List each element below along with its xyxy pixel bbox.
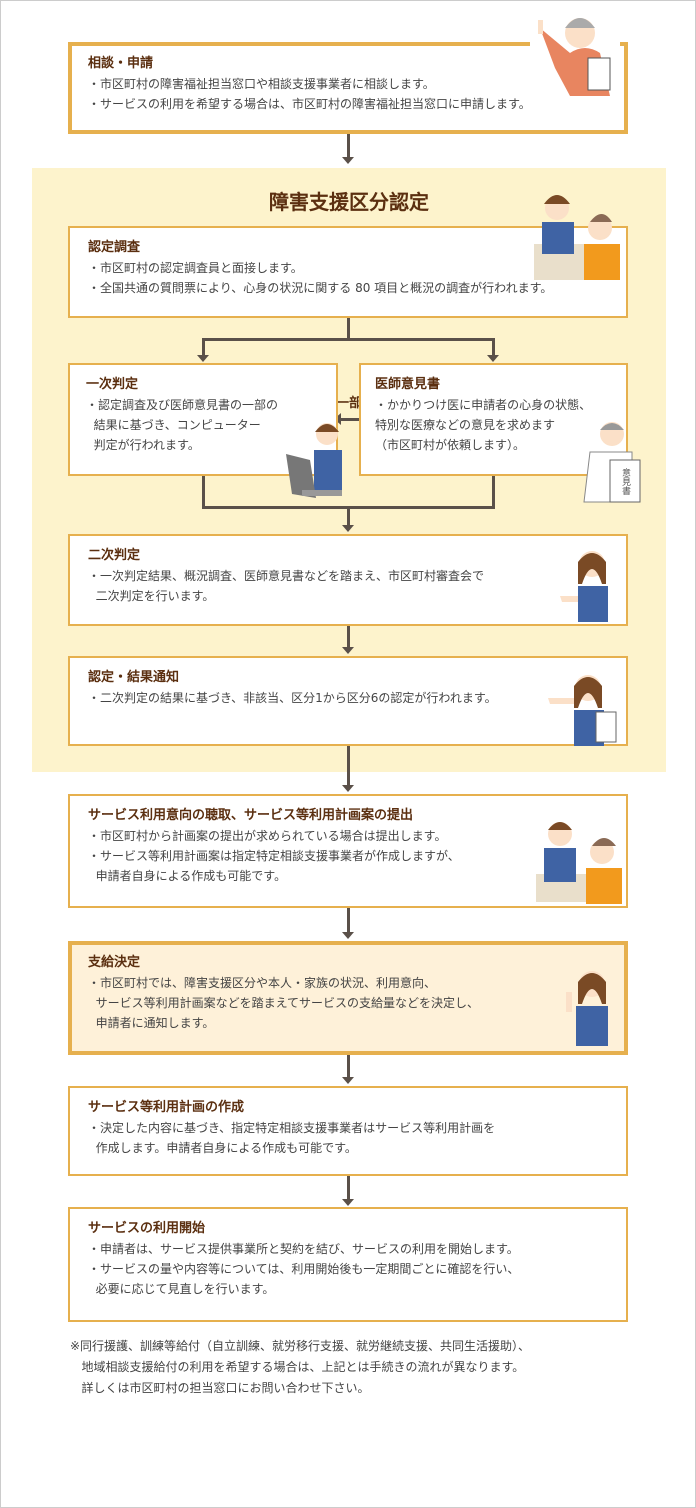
step-heading: サービス等利用計画の作成 <box>88 1100 245 1115</box>
step-text: 二次判定を行います。 <box>88 589 215 603</box>
note-line: 地域相談支援給付の利用を希望する場合は、上記とは手続きの流れが異なります。 <box>70 1360 525 1374</box>
step-text: ・市区町村の障害福祉担当窓口や相談支援事業者に相談します。 <box>88 77 435 91</box>
step-text: 作成します。申請者自身による作成も可能です。 <box>88 1141 357 1155</box>
step-text: 必要に応じて見直しを行います。 <box>88 1282 275 1296</box>
arrow-down-icon <box>342 525 354 532</box>
step-text: ・二次判定の結果に基づき、非該当、区分1から区分6の認定が行われます。 <box>88 691 497 705</box>
plan-consultation-illustration <box>536 822 622 904</box>
arrow-down-icon <box>342 1077 354 1084</box>
step-text: （市区町村が依頼します）。 <box>375 438 526 452</box>
step-heading: 医師意見書 <box>375 377 441 392</box>
doctor-illustration: 意見書 <box>583 422 641 503</box>
step-text: ・市区町村の認定調査員と面接します。 <box>88 261 303 275</box>
step-text: 判定が行われます。 <box>86 438 200 452</box>
step-heading: 認定・結果通知 <box>88 670 180 685</box>
step-decision: 支給決定 ・市区町村では、障害支援区分や本人・家族の状況、利用意向、 サービス等… <box>68 941 628 1055</box>
step-text: 特別な医療などの意見を求めます <box>375 418 556 432</box>
step-text: ・かかりつけ医に申請者の心身の状態、 <box>375 398 592 412</box>
step-second-judgment: 二次判定 ・一次判定結果、概況調査、医師意見書などを踏まえ、市区町村審査会で 二… <box>68 534 628 626</box>
arrow-down-icon <box>342 157 354 164</box>
note-line: ※同行援護、訓練等給付（自立訓練、就労移行支援、就労継続支援、共同生活援助）、 <box>70 1339 531 1353</box>
step-text: 結果に基づき、コンピューター <box>86 418 261 432</box>
elderly-applicant-illustration <box>530 8 620 96</box>
step-heading: サービス利用意向の聴取、サービス等利用計画案の提出 <box>88 808 414 823</box>
step-text: ・認定調査及び医師意見書の一部の <box>86 398 279 412</box>
step-doctor-opinion: 医師意見書 ・かかりつけ医に申請者の心身の状態、 特別な医療などの意見を求めます… <box>359 363 628 476</box>
staff-with-document-illustration <box>548 675 617 746</box>
arrow-down-icon <box>342 932 354 939</box>
step-text: ・全国共通の質問票により、心身の状況に関する 80 項目と概況の調査が行われます… <box>88 281 553 295</box>
step-start: サービスの利用開始 ・申請者は、サービス提供事業所と契約を結び、サービスの利用を… <box>68 1207 628 1322</box>
step-text: 申請者自身による作成も可能です。 <box>88 869 287 883</box>
step-text: ・一次判定結果、概況調査、医師意見書などを踏まえ、市区町村審査会で <box>88 569 485 583</box>
step-heading: 二次判定 <box>88 548 141 563</box>
step-text: ・市区町村では、障害支援区分や本人・家族の状況、利用意向、 <box>88 976 437 990</box>
step-text: ・サービスの量や内容等については、利用開始後も一定期間ごとに確認を行い、 <box>88 1262 520 1276</box>
step-text: ・申請者は、サービス提供事業所と契約を結び、サービスの利用を開始します。 <box>88 1242 519 1256</box>
arrow-down-icon <box>342 1199 354 1206</box>
partial-label: 一部 <box>336 396 363 411</box>
step-text: ・サービス等利用計画案は指定特定相談支援事業者が作成しますが、 <box>88 849 460 863</box>
step-text: 申請者に通知します。 <box>88 1016 215 1030</box>
step-heading: サービスの利用開始 <box>88 1221 206 1236</box>
operator-computer-illustration <box>286 423 342 498</box>
step-heading: 相談・申請 <box>88 56 154 71</box>
step-text: ・決定した内容に基づき、指定特定相談支援事業者はサービス等利用計画を <box>88 1121 496 1135</box>
step-plan-draft: サービス利用意向の聴取、サービス等利用計画案の提出 ・市区町村から計画案の提出が… <box>68 794 628 908</box>
step-heading: 支給決定 <box>88 955 141 970</box>
step-plan: サービス等利用計画の作成 ・決定した内容に基づき、指定特定相談支援事業者はサービ… <box>68 1086 628 1176</box>
step-notification: 認定・結果通知 ・二次判定の結果に基づき、非該当、区分1から区分6の認定が行われ… <box>68 656 628 746</box>
panel-title: 障害支援区分認定 <box>269 190 429 214</box>
step-text: サービス等利用計画案などを踏まえてサービスの支給量などを決定し、 <box>88 996 480 1010</box>
opinion-document-label: 意見書 <box>620 467 631 496</box>
step-heading: 認定調査 <box>88 240 141 255</box>
arrow-down-icon <box>487 355 499 362</box>
staff-pointing-illustration <box>566 971 608 1046</box>
step-text: ・サービスの利用を希望する場合は、市区町村の障害福祉担当窓口に申請します。 <box>88 97 531 111</box>
step-text: ・市区町村から計画案の提出が求められている場合は提出します。 <box>88 829 447 843</box>
arrow-down-icon <box>342 785 354 792</box>
staff-illustration <box>560 551 608 622</box>
arrow-down-icon <box>342 647 354 654</box>
step-heading: 一次判定 <box>86 377 139 392</box>
footnote: ※同行援護、訓練等給付（自立訓練、就労移行支援、就労継続支援、共同生活援助）、 … <box>70 1336 530 1399</box>
note-line: 詳しくは市区町村の担当窓口にお問い合わせ下さい。 <box>70 1381 370 1395</box>
interview-illustration <box>534 195 620 280</box>
arrow-down-icon <box>197 355 209 362</box>
step-survey: 認定調査 ・市区町村の認定調査員と面接します。 ・全国共通の質問票により、心身の… <box>68 226 628 318</box>
